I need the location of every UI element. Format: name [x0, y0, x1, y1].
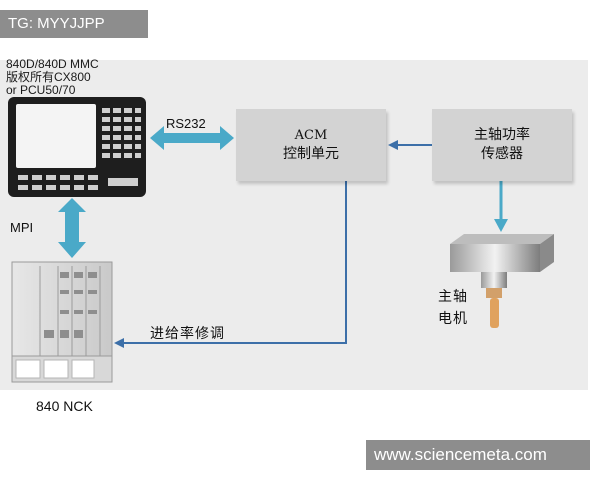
hmi-caption-line-1: 840D/840D MMC [6, 57, 99, 71]
motor-label: 主轴 电机 [438, 286, 468, 328]
nck-label: 840 NCK [36, 398, 93, 414]
mpi-arrow [58, 198, 86, 258]
motor-label-line-2: 电机 [438, 311, 468, 327]
spindle-power-sensor: 主轴功率 传感器 [432, 109, 572, 181]
acm-subtitle: 控制单元 [283, 146, 339, 162]
spindle-motor [450, 234, 554, 328]
feed-override-label: 进给率修调 [150, 326, 225, 342]
feed-override-arrowhead [114, 338, 124, 348]
sensor-to-acm-arrow [388, 140, 432, 150]
hmi-softkeys [18, 175, 138, 190]
feed-override-line [122, 181, 347, 344]
rs232-label: RS232 [166, 116, 206, 131]
rs232-arrow [150, 126, 234, 150]
motor-label-line-1: 主轴 [438, 289, 468, 305]
acm-title: ACM [294, 128, 328, 143]
source-site-tag: www.sciencemeta.com [366, 440, 590, 470]
mpi-label: MPI [10, 220, 34, 235]
hmi-caption-line-2: 版权所有CX800 [6, 70, 91, 84]
acm-control-unit: ACM 控制单元 [236, 109, 386, 181]
sensor-subtitle: 传感器 [481, 146, 523, 162]
hmi-terminal [8, 97, 146, 197]
watermark-tag: TG: MYYJJPP [0, 10, 148, 38]
hmi-caption: 840D/840D MMC 版权所有CX800 or PCU50/70 [6, 58, 99, 96]
nck-cabinet [11, 261, 113, 383]
hmi-caption-line-3: or PCU50/70 [6, 83, 76, 97]
hmi-keypad [102, 108, 141, 158]
sensor-title: 主轴功率 [474, 127, 530, 143]
sensor-to-motor-arrow [494, 181, 508, 232]
